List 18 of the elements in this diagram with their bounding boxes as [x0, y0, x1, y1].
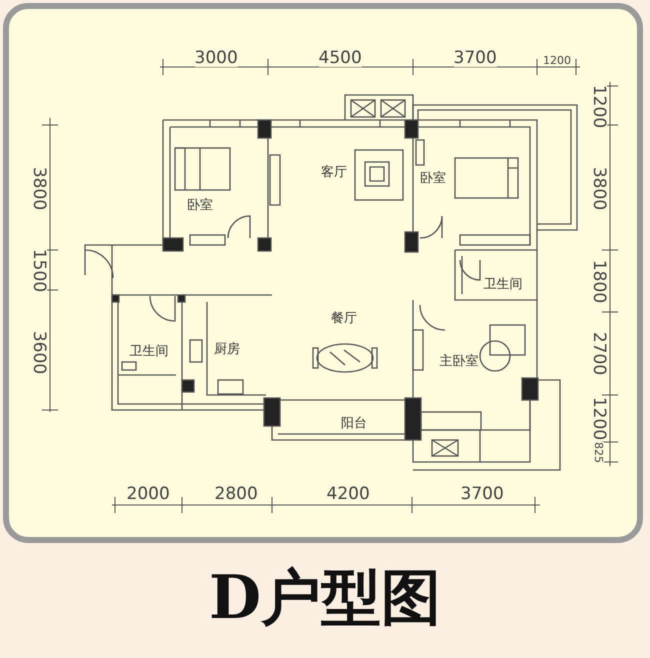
dimension-label: 3000: [194, 50, 238, 66]
room-label: 餐厅: [331, 312, 357, 324]
room-label: 卫生间: [484, 278, 522, 290]
room-label: 卫生间: [130, 344, 168, 358]
dimension-label: 3700: [460, 486, 504, 502]
room-label: 主卧室: [440, 354, 478, 368]
room-label: 客厅: [321, 166, 347, 178]
dimension-label: 3700: [454, 50, 497, 66]
room-label: 阳台: [341, 416, 367, 430]
dimension-label: 2000: [126, 486, 170, 502]
dimension-label: 2800: [214, 486, 258, 502]
room-label: 厨房: [214, 342, 240, 356]
title: D户型图: [208, 568, 442, 628]
dimension-label: 1200: [543, 54, 571, 66]
room-label: 卧室: [420, 172, 446, 184]
room-label: 卧室: [187, 198, 213, 212]
dimension-label: 4200: [326, 486, 370, 502]
dimension-label: 4500: [318, 50, 362, 66]
